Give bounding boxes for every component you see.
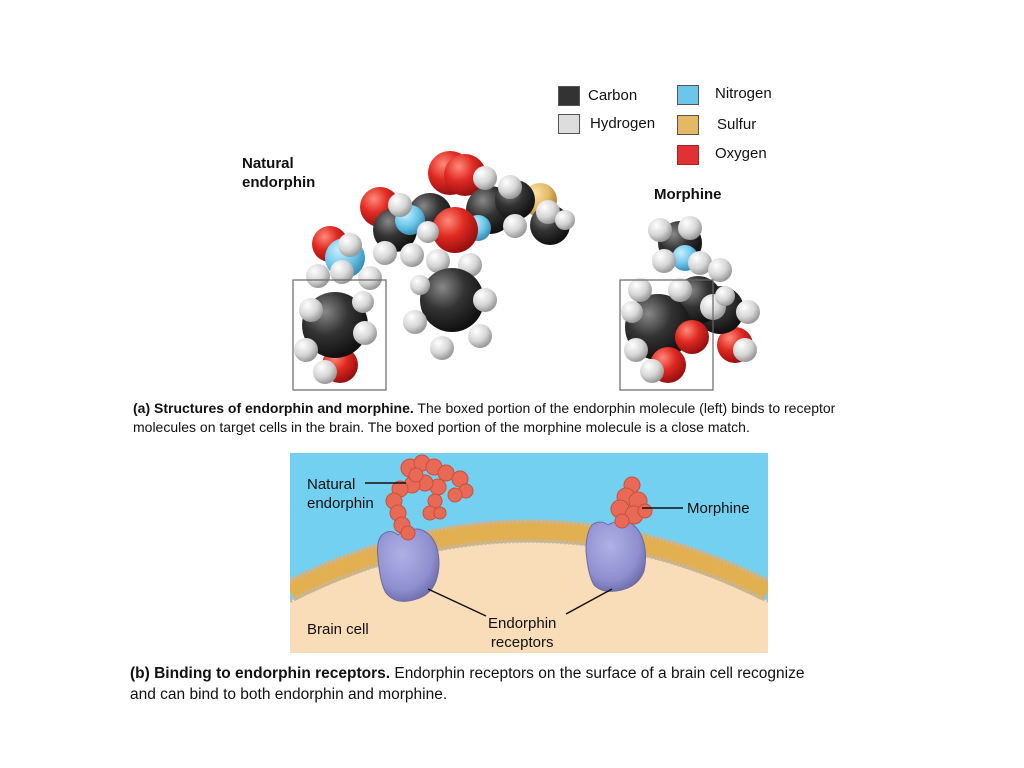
oxygen-swatch bbox=[677, 145, 699, 165]
oxygen-label: Oxygen bbox=[715, 145, 767, 162]
sulfur-swatch bbox=[677, 115, 699, 135]
morphine-model bbox=[621, 216, 760, 383]
brain-cell-label: Brain cell bbox=[307, 621, 369, 638]
cell-membrane bbox=[290, 520, 768, 601]
endorphin-receptor-left bbox=[377, 528, 440, 602]
carbon-label: Carbon bbox=[588, 87, 638, 104]
endorphin-receptors-label: Endorphin receptors bbox=[488, 615, 557, 651]
endorphin-title: Natural endorphin bbox=[242, 155, 316, 191]
natural-endorphin-ligand bbox=[385, 454, 474, 541]
molecule-models bbox=[292, 151, 760, 391]
morphine-ligand bbox=[610, 476, 653, 529]
receptor-binding-diagram bbox=[290, 453, 768, 653]
endorphin-receptor-right bbox=[585, 520, 647, 592]
nitrogen-swatch bbox=[677, 85, 699, 105]
endorphin-model bbox=[294, 151, 575, 384]
morphine-binding-box bbox=[619, 279, 714, 391]
hydrogen-label: Hydrogen bbox=[590, 115, 656, 132]
morphine-title: Morphine bbox=[654, 186, 722, 203]
caption-b: (b) Binding to endorphin receptors. Endo… bbox=[130, 665, 805, 703]
caption-a: (a) Structures of endorphin and morphine… bbox=[133, 400, 836, 435]
hydrogen-swatch bbox=[558, 114, 580, 134]
carbon-swatch bbox=[558, 86, 580, 106]
nitrogen-label: Nitrogen bbox=[715, 85, 772, 102]
endorphin-binding-box bbox=[292, 279, 387, 391]
sulfur-label: Sulfur bbox=[717, 116, 757, 133]
morphine-label: Morphine bbox=[687, 500, 750, 517]
natural-endorphin-label: Natural endorphin bbox=[307, 476, 374, 512]
